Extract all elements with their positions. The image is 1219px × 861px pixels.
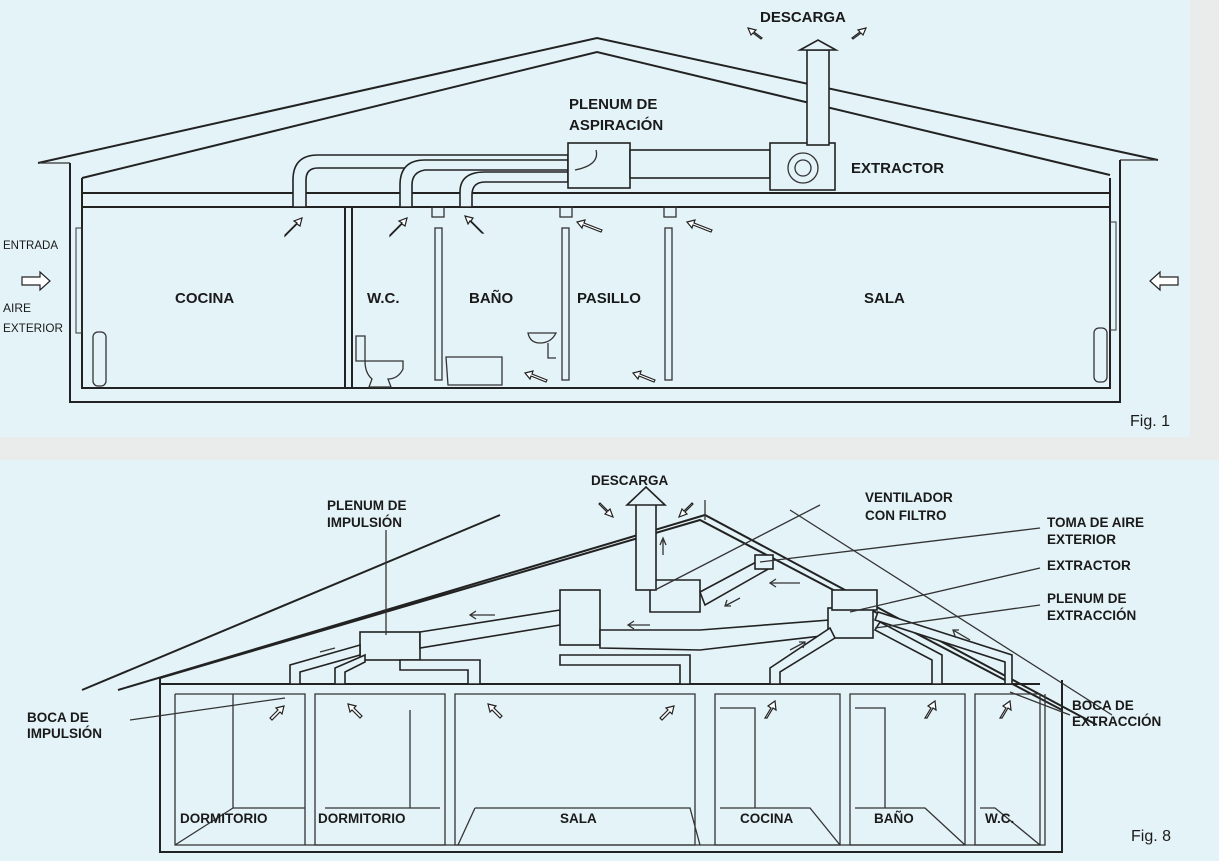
airflow-arrows xyxy=(269,502,1012,721)
room-bano: BAÑO xyxy=(874,811,914,826)
label-toma-line2: EXTERIOR xyxy=(1047,532,1116,547)
extractor-fan-icon xyxy=(787,152,819,184)
outer-walls xyxy=(69,160,1121,403)
label-boca-extraccion-line1: BOCA DE xyxy=(1072,698,1134,713)
ducts xyxy=(289,485,1013,685)
airflow-arrows xyxy=(21,27,1179,383)
label-plenum-extraccion-line2: EXTRACCIÓN xyxy=(1047,608,1136,623)
label-extractor: EXTRACTOR xyxy=(1047,558,1131,573)
central-unit-box xyxy=(559,589,601,646)
chimney-cap xyxy=(796,39,840,51)
label-ventilador-line1: VENTILADOR xyxy=(865,490,953,505)
room-sala: SALA xyxy=(560,811,597,826)
figure-8: DESCARGA PLENUM DE IMPULSIÓN VENTILADOR … xyxy=(0,460,1219,861)
wall-pasillo-sala xyxy=(664,227,673,381)
figure-1-caption: Fig. 1 xyxy=(1130,413,1170,430)
label-boca-impulsion-line1: BOCA DE xyxy=(27,710,89,725)
radiator-left xyxy=(92,331,107,387)
room-partitions xyxy=(174,693,1041,846)
label-descarga: DESCARGA xyxy=(591,473,669,488)
room-bano: BAÑO xyxy=(469,289,513,307)
room-dormitorio-2: DORMITORIO xyxy=(318,811,406,826)
wall-cocina-wc xyxy=(344,207,353,388)
room-wc: W.C. xyxy=(367,290,400,307)
room-cocina: COCINA xyxy=(740,811,793,826)
chimney xyxy=(806,49,830,146)
wall-bano-pasillo xyxy=(561,227,570,381)
label-plenum-line1: PLENUM DE xyxy=(569,96,657,113)
descarga-pipe xyxy=(635,499,657,591)
sink-icon xyxy=(527,332,558,359)
extractor-box xyxy=(769,142,836,191)
figure-1-background xyxy=(0,0,1190,437)
roof-inner xyxy=(81,50,1111,179)
ventilador-box xyxy=(649,579,701,613)
room-pasillo: PASILLO xyxy=(577,290,641,307)
label-plenum-extraccion-line1: PLENUM DE xyxy=(1047,591,1127,606)
label-descarga: DESCARGA xyxy=(760,9,846,26)
radiator-right xyxy=(1093,327,1108,383)
duct-to-extractor xyxy=(629,149,771,179)
label-boca-extraccion-line2: EXTRACCIÓN xyxy=(1072,714,1161,729)
plenum-impulsion-box xyxy=(359,631,421,661)
label-aire: AIRE xyxy=(3,301,31,315)
room-wc: W.C. xyxy=(985,811,1014,826)
label-plenum-impulsion-line1: PLENUM DE xyxy=(327,498,407,513)
label-exterior: EXTERIOR xyxy=(3,321,63,335)
figure-1: DESCARGA PLENUM DE ASPIRACIÓN EXTRACTOR … xyxy=(0,0,1190,437)
wall-wc-bano xyxy=(434,227,443,381)
label-boca-impulsion-line2: IMPULSIÓN xyxy=(27,726,102,741)
label-extractor: EXTRACTOR xyxy=(851,160,944,177)
room-cocina: COCINA xyxy=(175,290,234,307)
bathtub-icon xyxy=(445,356,503,386)
extractor-box xyxy=(831,589,878,611)
descarga-cap xyxy=(624,485,668,506)
label-ventilador-line2: CON FILTRO xyxy=(865,508,947,523)
figure-8-caption: Fig. 8 xyxy=(1131,828,1171,845)
room-dormitorio-1: DORMITORIO xyxy=(180,811,268,826)
label-toma-line1: TOMA DE AIRE xyxy=(1047,515,1144,530)
leader-lines xyxy=(129,504,1071,721)
room-sala: SALA xyxy=(864,290,905,307)
roof-outer xyxy=(37,36,1159,164)
label-plenum-line2: ASPIRACIÓN xyxy=(569,116,663,134)
label-plenum-impulsion-line2: IMPULSIÓN xyxy=(327,515,402,530)
plenum-aspiracion-box xyxy=(567,142,631,189)
house-outline xyxy=(159,678,1063,853)
label-entrada: ENTRADA xyxy=(3,238,58,252)
toilet-icon xyxy=(355,335,404,388)
